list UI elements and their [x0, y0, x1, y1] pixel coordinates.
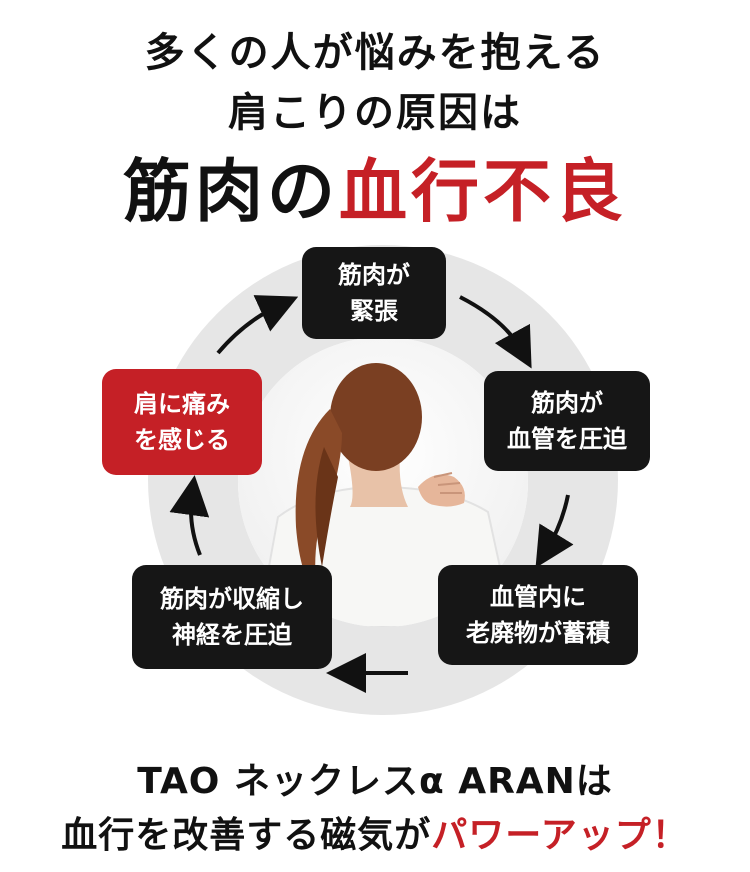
- footer-line-2-red: パワーアップ！: [431, 815, 689, 856]
- cycle-arrows: [169, 295, 574, 693]
- step-muscle-tension: 筋肉が 緊張: [302, 247, 446, 339]
- arrow-2-to-3: [535, 494, 574, 569]
- arrow-5-to-1: [216, 295, 299, 355]
- arrow-1-to-2: [459, 295, 532, 369]
- headline-line-2: 肩こりの原因は: [228, 90, 522, 136]
- step-muscle-compress-vessel: 筋肉が 血管を圧迫: [484, 371, 650, 471]
- footer-line-2-black: 血行を改善する磁気が: [61, 815, 432, 856]
- step-muscle-contract-nerve: 筋肉が収縮し 神経を圧迫: [132, 565, 332, 669]
- step-shoulder-pain: 肩に痛み を感じる: [102, 369, 262, 475]
- step-waste-accumulates: 血管内に 老廃物が蓄積: [438, 565, 638, 665]
- cause-cycle-diagram: 筋肉が 緊張 筋肉が 血管を圧迫 血管内に 老廃物が蓄積 筋肉が収縮し 神経を圧…: [0, 225, 750, 735]
- arrow-4-to-5: [169, 475, 210, 556]
- headline-main: 筋肉の血行不良: [0, 136, 750, 235]
- headline-main-black: 筋肉の: [122, 153, 339, 232]
- headline-main-red: 血行不良: [339, 153, 628, 232]
- footer-line-1: TAO ネックレスα ARANは: [137, 761, 613, 802]
- headline-line-1: 多くの人が悩みを抱える: [144, 30, 606, 76]
- footer-line-2: 血行を改善する磁気がパワーアップ！: [0, 806, 750, 858]
